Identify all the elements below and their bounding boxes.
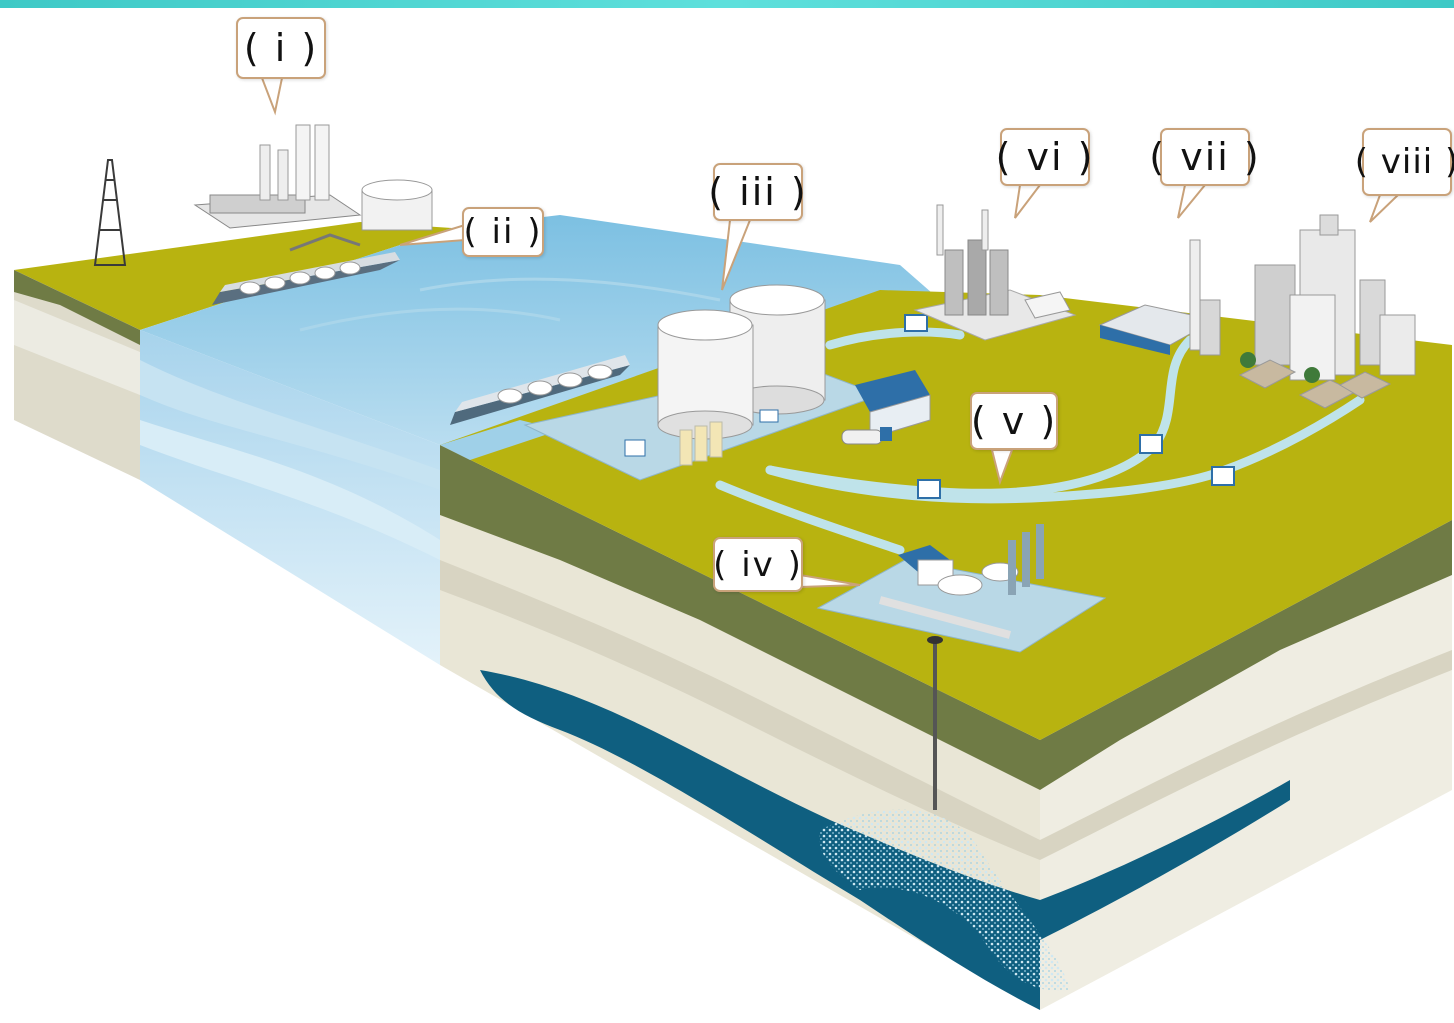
accent-bar [0,0,1454,8]
underground-gas-storage [816,524,1107,810]
label-vi: ( vi ) [996,128,1092,186]
label-vii: ( vii ) [1149,128,1259,186]
power-plant [913,204,1077,341]
drilling-rig-icon [93,159,127,266]
pipeline-stations [904,314,1235,499]
left-land-block [14,222,452,480]
label-i: ( i ) [236,17,326,79]
callout-pointers [260,77,1401,589]
gas-pipelines [715,327,1365,555]
label-viii: ( viii ) [1355,128,1454,196]
main-land-block [440,290,1452,1010]
lng-receiving-terminal [450,284,931,481]
label-iii: ( iii ) [708,163,806,221]
city-buildings [1238,214,1416,409]
label-v: ( v ) [970,392,1058,450]
factory [1098,239,1221,356]
label-iv: ( iv ) [713,537,803,592]
label-ii: ( ii ) [462,207,544,257]
gas-field-liquefaction-plant [93,124,433,305]
